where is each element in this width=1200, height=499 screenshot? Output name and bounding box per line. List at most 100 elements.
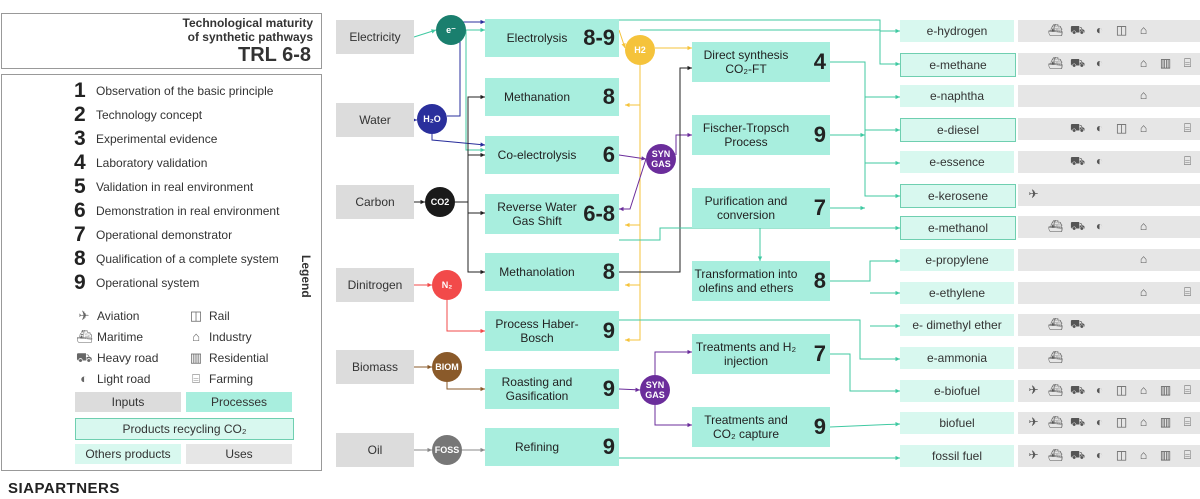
process-box: Purification and conversion 7 [692,188,830,228]
uses-box: ⌂⌸ [1018,281,1200,304]
process-label: Methanolation [499,265,575,279]
train-icon: ◫ [1115,382,1128,397]
uses-box: ⛴⛟◐◫⌂ [1018,20,1200,42]
truck-icon: ⛟ [1070,415,1086,430]
swatch-processes: Processes [186,392,292,412]
ship-icon: ⛴ [1048,317,1064,332]
factory-icon: ⌂ [1139,251,1148,266]
uses-box: ⛴ [1018,347,1200,369]
product-box: e-essence [900,150,1014,173]
plane-icon: ✈ [1028,382,1039,397]
process-trl: 8-9 [583,25,615,50]
truck-icon: ⛟ [1070,317,1086,332]
process-trl: 8 [813,268,826,293]
product-box: e-methanol [900,216,1016,241]
truck-icon: ⛟ [1070,153,1086,168]
ship-icon: ⛴ [1048,23,1064,37]
trl-number: 7 [74,223,86,246]
product-box: e-ammonia [900,347,1014,369]
process-trl: 9 [602,318,615,343]
input-box: Carbon [336,185,414,219]
factory-icon: ⌂ [1139,88,1148,103]
carrier-circle: SYN GAS [640,375,670,405]
truck-icon: ⛟ [76,350,93,365]
product-box: e-methane [900,52,1016,77]
process-trl: 7 [813,341,826,366]
swatch-recycling: Products recycling CO₂ [75,418,294,440]
trl-number: 4 [74,151,86,174]
factory-icon: ⌂ [1139,121,1148,136]
process-trl: 4 [813,49,826,74]
ship-icon: ⛴ [1048,55,1064,70]
trl-number: 8 [74,247,86,270]
plane-icon: ✈ [1028,448,1039,463]
product-box: e-diesel [900,118,1016,143]
uses-box: ✈⛴⛟◐◫⌂▥⌸ [1018,379,1200,402]
uses-box: ⛟◐⌸ [1018,150,1200,173]
use-label: Residential [209,351,269,365]
brand-logo: SIAPARTNERS [8,480,120,497]
process-box: Refining 9 [485,428,619,466]
truck-icon: ⛟ [1070,55,1086,70]
trl-description: Experimental evidence [96,132,218,146]
factory-icon: ⌂ [1139,23,1148,37]
factory-icon: ⌂ [1139,55,1148,70]
swatch-inputs: Inputs [75,392,181,412]
train-icon: ◫ [1115,121,1128,136]
car-icon: ◐ [1095,153,1104,168]
tractor-icon: ⌸ [1183,55,1192,70]
product-box: biofuel [900,412,1014,435]
trl-description: Technology concept [96,108,203,122]
trl-number: 1 [74,79,86,102]
product-box: e- dimethyl ether [900,314,1014,337]
process-trl: 9 [602,376,615,401]
trl-number: 3 [74,127,86,150]
trl-number: 6 [74,199,86,222]
car-icon: ◐ [1095,219,1104,234]
process-box: Transformation into olefins and ethers 8 [692,261,830,301]
ship-icon: ⛴ [76,329,93,344]
plane-icon: ✈ [78,308,90,323]
trl-number: 2 [74,103,86,126]
process-label: Reverse Water Gas Shift [497,200,577,228]
process-label: Purification and conversion [704,194,788,222]
train-icon: ◫ [1115,448,1128,463]
input-box: Electricity [336,20,414,54]
trl-number: 9 [74,271,86,294]
uses-box: ⛴⛟ [1018,314,1200,337]
input-box: Oil [336,433,414,467]
trl-description: Operational system [96,276,200,290]
product-box: fossil fuel [900,445,1014,468]
tractor-icon: ⌸ [1183,121,1192,136]
tractor-icon: ⌸ [1183,448,1192,463]
process-trl: 9 [813,414,826,439]
product-box: e-hydrogen [900,20,1014,42]
factory-icon: ⌂ [192,329,200,344]
car-icon: ◐ [1095,55,1104,70]
building-icon: ▥ [1159,382,1172,397]
building-icon: ▥ [1159,55,1172,70]
input-box: Biomass [336,350,414,384]
process-label: Transformation into olefins and ethers [694,267,798,295]
process-trl: 9 [602,434,615,459]
process-label: Refining [514,440,560,454]
factory-icon: ⌂ [1139,415,1148,430]
product-box: e-propylene [900,248,1014,271]
truck-icon: ⛟ [1070,219,1086,234]
use-label: Farming [209,372,254,386]
carrier-circle: BIOM [432,352,462,382]
process-trl: 6 [602,142,615,167]
trl-number: 5 [74,175,86,198]
process-trl: 7 [813,195,826,220]
uses-box: ⌂ [1018,248,1200,271]
